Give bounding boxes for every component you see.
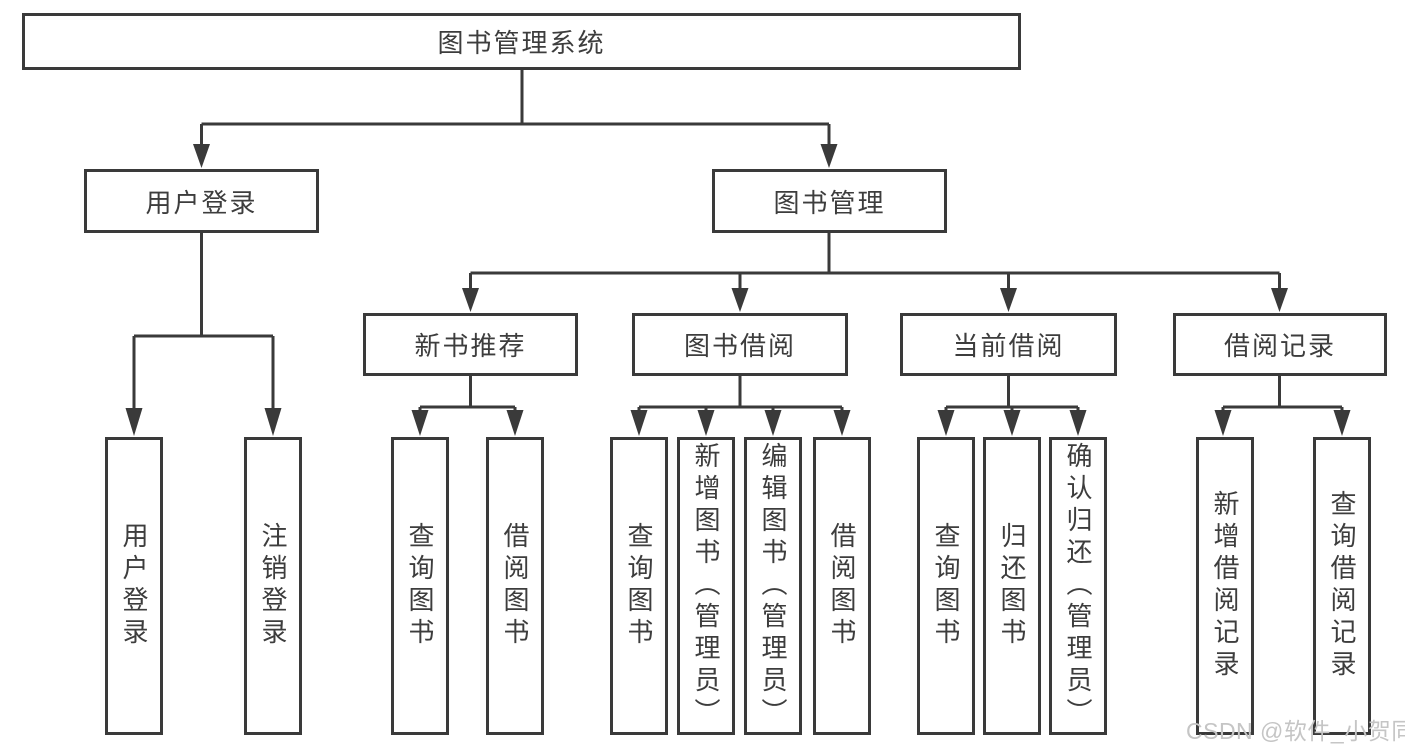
connector-book-management (462, 233, 1288, 312)
node-return-book: 归还图书 (983, 437, 1041, 735)
node-label: 新增借阅记录 (1210, 490, 1240, 682)
node-query-books-recommend: 查询图书 (391, 437, 449, 735)
connector-current-borrow (937, 376, 1087, 436)
node-label: 借阅记录 (1223, 331, 1336, 361)
node-label: 图书借阅 (683, 331, 796, 361)
node-logout-leaf: 注销登录 (244, 437, 302, 735)
connector-borrow-records (1214, 376, 1351, 436)
node-label: 查询图书 (405, 522, 435, 650)
node-query-borrow-record: 查询借阅记录 (1313, 437, 1371, 735)
node-label: 用户登录 (145, 187, 258, 218)
node-label: 借阅图书 (500, 522, 530, 650)
node-new-book-recommend: 新书推荐 (363, 313, 578, 376)
csdn-watermark: CSDN @软件_小贺同学 (1186, 718, 1405, 744)
node-label: 图书管理系统 (437, 28, 606, 58)
node-book-borrow: 图书借阅 (632, 313, 848, 376)
node-query-books-borrow: 查询图书 (610, 437, 668, 735)
node-query-books-current: 查询图书 (917, 437, 975, 735)
connector-user-login (125, 233, 282, 436)
node-label: 查询借阅记录 (1327, 490, 1357, 682)
node-library-system: 图书管理系统 (22, 13, 1021, 70)
node-borrow-records: 借阅记录 (1173, 313, 1387, 376)
node-label: 查询图书 (931, 522, 961, 650)
node-label: 编辑图书（管理员） (758, 442, 788, 730)
node-label: 新书推荐 (414, 331, 527, 361)
connector-book-borrow (630, 376, 851, 436)
node-borrow-books-leaf: 借阅图书 (813, 437, 871, 735)
connector-new-book-recommend (411, 376, 524, 436)
node-label: 借阅图书 (827, 522, 857, 650)
node-label: 归还图书 (997, 522, 1027, 650)
node-edit-book-admin: 编辑图书（管理员） (744, 437, 802, 735)
node-label: 新增图书（管理员） (691, 442, 721, 730)
node-label: 注销登录 (258, 522, 288, 650)
node-label: 用户登录 (119, 522, 149, 650)
node-label: 图书管理 (773, 187, 886, 218)
connector-root (193, 70, 838, 168)
node-borrow-books-recommend: 借阅图书 (486, 437, 544, 735)
node-user-login-leaf: 用户登录 (105, 437, 163, 735)
node-current-borrow: 当前借阅 (900, 313, 1117, 376)
node-user-login: 用户登录 (84, 169, 319, 233)
node-add-book-admin: 新增图书（管理员） (677, 437, 735, 735)
node-label: 当前借阅 (952, 331, 1065, 361)
node-book-management: 图书管理 (712, 169, 947, 233)
node-label: 确认归还（管理员） (1063, 442, 1093, 730)
node-label: 查询图书 (624, 522, 654, 650)
node-confirm-return-admin: 确认归还（管理员） (1049, 437, 1107, 735)
node-add-borrow-record: 新增借阅记录 (1196, 437, 1254, 735)
